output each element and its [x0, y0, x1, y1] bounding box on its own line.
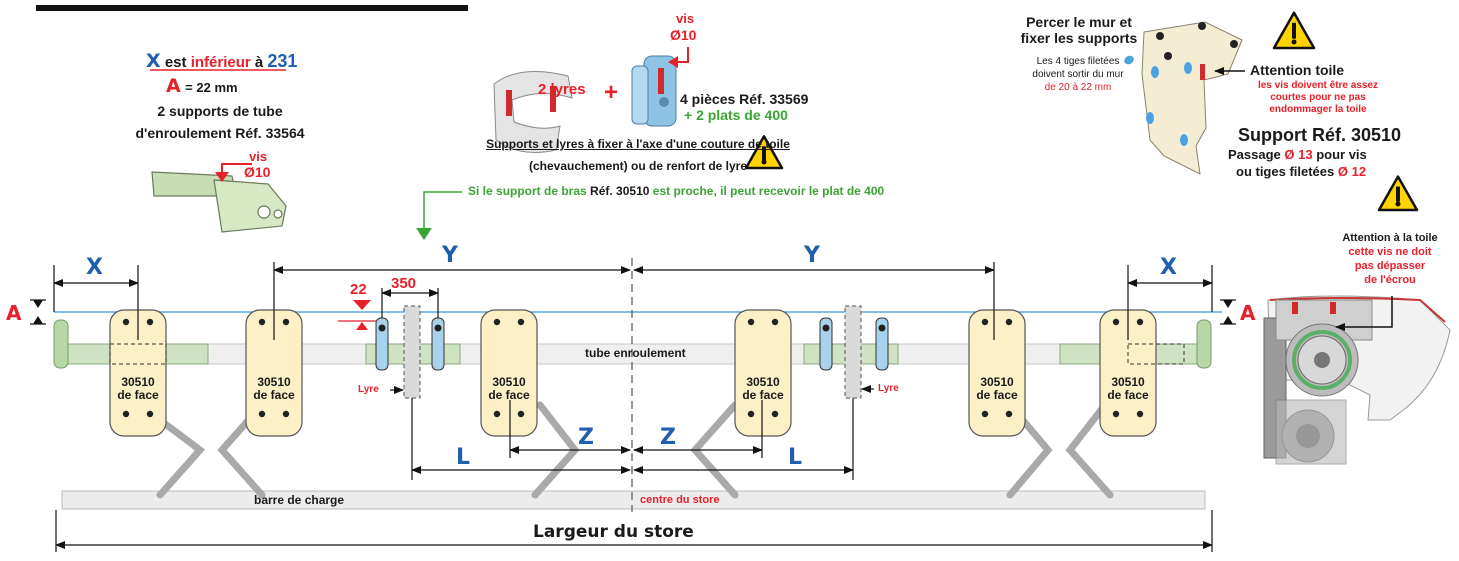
- x-info-line: X est inférieur à 231: [146, 51, 297, 72]
- support-30510-4: [734, 309, 792, 437]
- tiges-filetees-line: ou tiges filetées Ø 12: [1236, 164, 1367, 179]
- l-label-right: L: [788, 445, 803, 470]
- lyre-4: [875, 317, 889, 371]
- left-bracket-image: [151, 171, 287, 233]
- supports-group: [109, 309, 1185, 437]
- a-letter: A: [166, 75, 181, 97]
- seam-right: [844, 305, 862, 399]
- lyres-image: [493, 71, 573, 153]
- tiges-line-2: doivent sortir du mur: [1032, 69, 1124, 80]
- left-vis-dia: Ø10: [244, 164, 271, 180]
- x-value: 231: [267, 51, 298, 71]
- toile-line-1: cette vis ne doit: [1348, 246, 1432, 258]
- tiges-prefix: ou tiges filetées: [1236, 164, 1335, 179]
- l-label-left: L: [456, 445, 471, 470]
- a-value: = 22 mm: [185, 80, 238, 95]
- plus-sign: +: [604, 79, 619, 106]
- pieces-label: 4 pièces Réf. 33569: [680, 91, 809, 107]
- support-30510-5: [968, 309, 1026, 437]
- x-text: est: [164, 54, 187, 71]
- passage-prefix: Passage: [1228, 147, 1281, 162]
- lyre-label-left: Lyre: [358, 384, 379, 395]
- attention-line-3: endommager la toile: [1269, 104, 1367, 115]
- y-label-left: Y: [442, 243, 458, 268]
- percer-line-1: Percer le mur et: [1026, 14, 1132, 30]
- left-vis-label: vis: [249, 149, 268, 164]
- tiges-value: Ø 12: [1337, 164, 1367, 179]
- passage-suffix: pour vis: [1316, 147, 1367, 162]
- dim-22-arrow-bottom: [356, 322, 368, 330]
- green-note: Si le support de bras Réf. 30510 est pro…: [468, 184, 885, 198]
- attention-line-2: courtes pour ne pas: [1270, 92, 1366, 103]
- supports-line-1: 2 supports de tube: [157, 103, 283, 119]
- center-vis-label: vis: [676, 11, 695, 26]
- lyre-label-right: Lyre: [878, 383, 899, 394]
- toile-line-3: de l'écrou: [1364, 274, 1416, 286]
- toile-title: Attention à la toile: [1342, 232, 1438, 244]
- center-vis-dia: Ø10: [670, 27, 697, 43]
- percer-line-2: fixer les supports: [1020, 30, 1138, 46]
- green-note-prefix: Si le support de bras: [468, 184, 587, 198]
- support-30510-3: [480, 309, 538, 437]
- passage-value: Ø 13: [1284, 147, 1313, 162]
- seam-left: [403, 305, 421, 399]
- x-label-left: X: [86, 255, 103, 280]
- dim-350-label: 350: [391, 275, 417, 292]
- dim-22-label: 22: [350, 281, 367, 298]
- tube-label: tube enroulement: [585, 346, 686, 360]
- green-note-suffix: est proche, il peut recevoir le plat de …: [652, 184, 885, 198]
- plats-label: + 2 plats de 400: [684, 107, 788, 123]
- a-info-line: A = 22 mm: [166, 76, 238, 97]
- note-line-1: Supports et lyres à fixer à l'axe d'une …: [486, 137, 790, 151]
- tiges-line-3: de 20 à 22 mm: [1044, 82, 1112, 93]
- largeur-label: Largeur du store: [533, 522, 694, 542]
- lyres-label: 2 lyres: [538, 81, 586, 98]
- passage-line: Passage Ø 13 pour vis: [1228, 147, 1367, 162]
- lyre-3: [819, 317, 833, 371]
- tiges-line-1: Les 4 tiges filetées: [1036, 56, 1120, 67]
- x-a: à: [254, 54, 264, 71]
- attention-line-1: les vis doivent être assez: [1257, 80, 1379, 91]
- z-label-right: Z: [660, 425, 676, 450]
- x-inferieur: inférieur: [190, 54, 251, 71]
- support-ref: Support Réf. 30510: [1238, 125, 1402, 145]
- left-end-cap: [53, 319, 69, 369]
- barre-de-charge: [61, 490, 1206, 510]
- top-black-bar: [36, 5, 468, 11]
- y-label-right: Y: [804, 243, 820, 268]
- toile-line-2: pas dépasser: [1354, 260, 1426, 272]
- barre-label: barre de charge: [254, 493, 345, 507]
- cassette-image: [1263, 295, 1451, 465]
- a-label-right: A: [1240, 301, 1256, 325]
- attention-toile-title: Attention toile: [1250, 62, 1345, 78]
- note-line-2: (chevauchement) ou de renfort de lyre: [528, 159, 748, 173]
- piece-image: [631, 55, 677, 127]
- z-label-left: Z: [578, 425, 594, 450]
- support-30510-image: [1141, 21, 1243, 175]
- right-end-cap: [1196, 319, 1212, 369]
- warnings-group: [744, 11, 1419, 212]
- green-note-ref: Réf. 30510: [590, 184, 650, 198]
- lyres-group: [375, 317, 889, 371]
- x-label-right: X: [1160, 255, 1177, 280]
- arm-6: [1065, 401, 1114, 499]
- centre-label: centre du store: [640, 494, 720, 506]
- supports-line-2: d'enroulement Réf. 33564: [135, 125, 305, 141]
- x-letter: X: [146, 50, 161, 72]
- a-label-left: A: [6, 301, 22, 325]
- dim-22-arrow-top: [353, 300, 371, 310]
